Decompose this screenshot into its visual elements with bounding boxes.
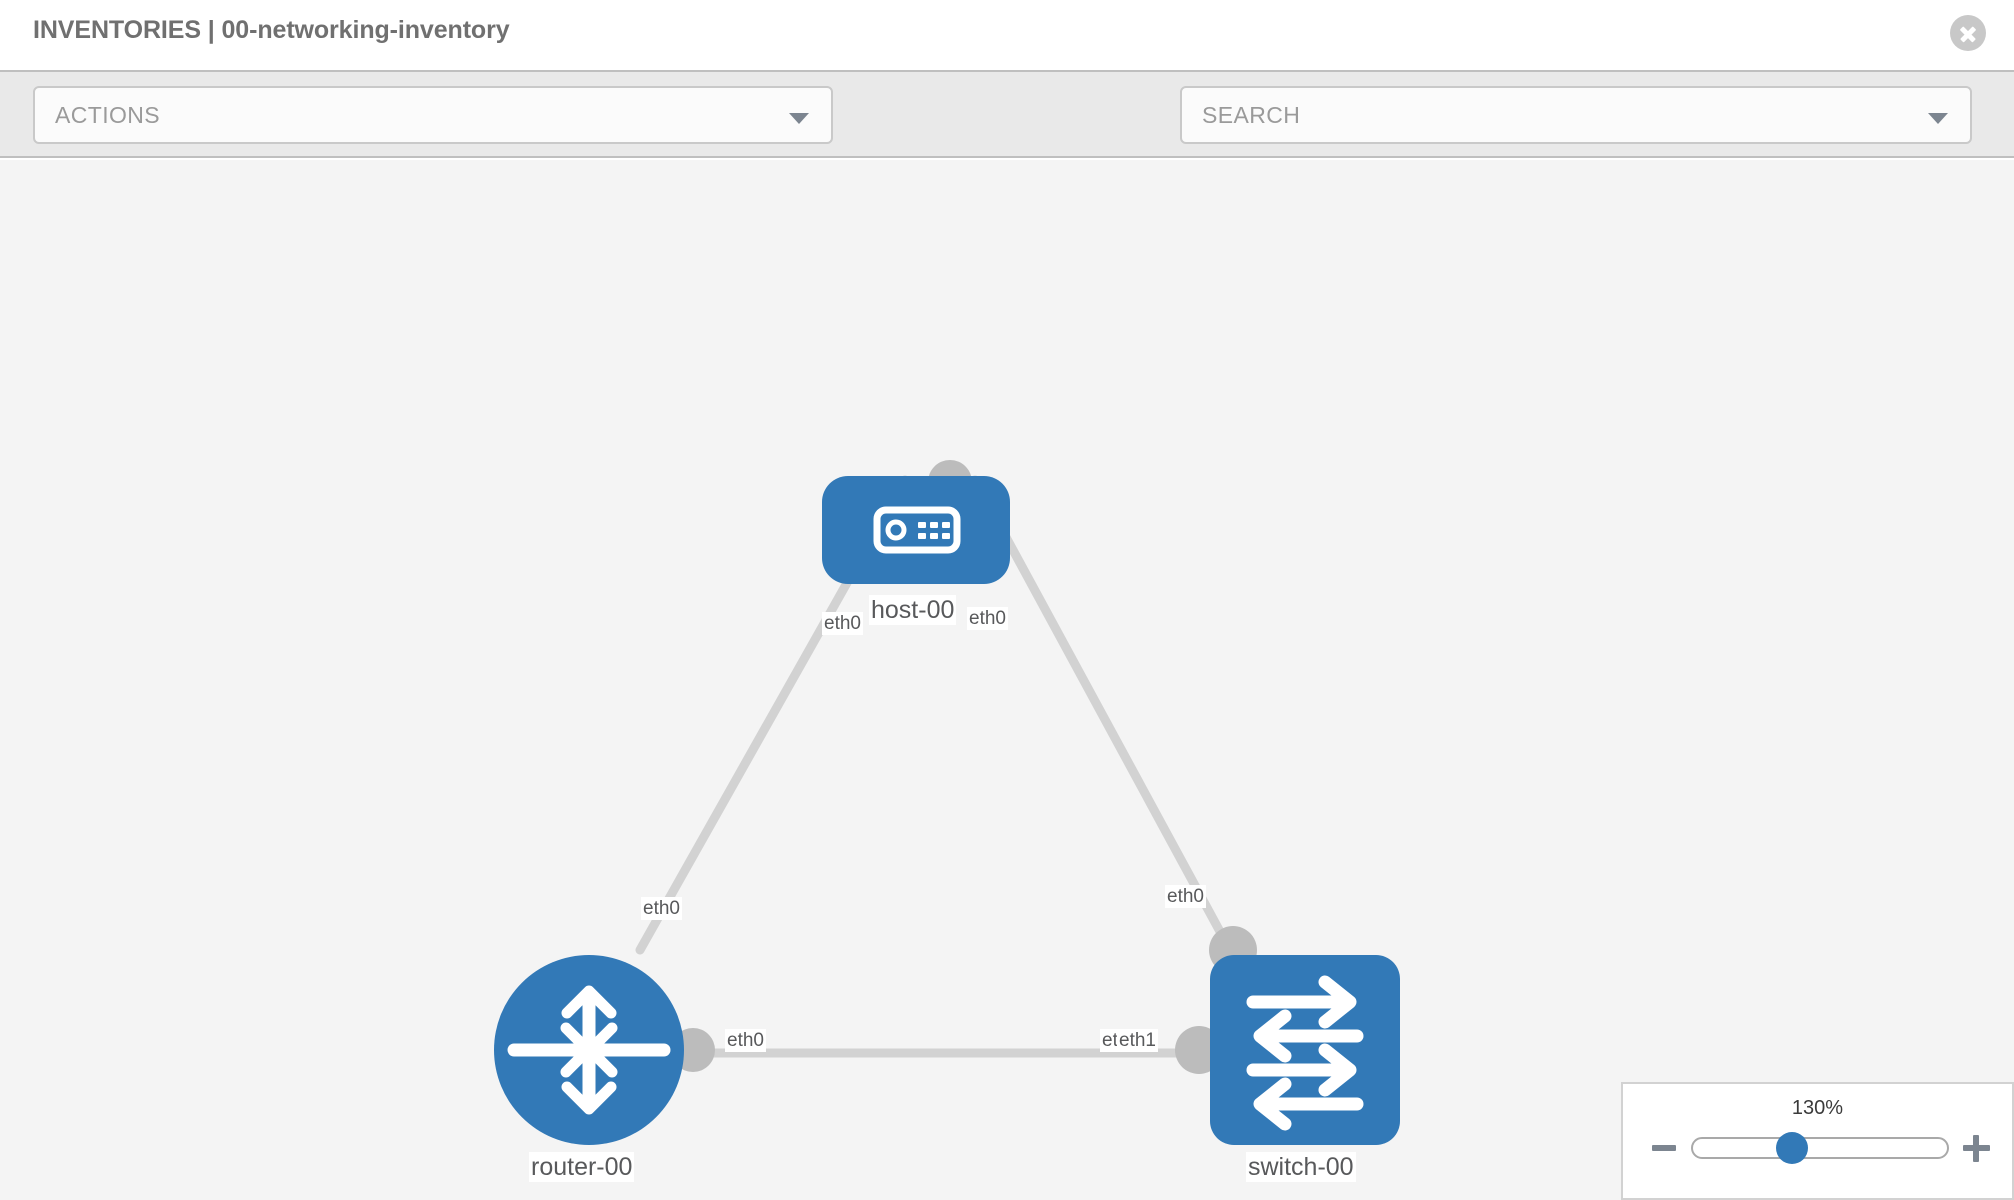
close-icon[interactable] xyxy=(1950,15,1986,51)
topology-graph xyxy=(494,460,1400,1145)
node-router-00[interactable] xyxy=(494,955,684,1145)
search-input[interactable]: SEARCH xyxy=(1180,86,1972,144)
page-header: INVENTORIES | 00-networking-inventory xyxy=(0,0,2014,70)
chevron-down-icon xyxy=(789,113,809,124)
plus-icon[interactable] xyxy=(1962,1133,1992,1163)
node-switch-00[interactable] xyxy=(1210,955,1400,1145)
iface-label-switch-left: eth1 xyxy=(1117,1029,1158,1052)
iface-label-switch-up: eth0 xyxy=(1165,885,1206,908)
toolbar: ACTIONS SEARCH xyxy=(0,70,2014,204)
link-host-switch[interactable] xyxy=(970,475,1235,955)
iface-label-router-right: eth0 xyxy=(725,1029,766,1052)
iface-label-router-up: eth0 xyxy=(641,897,682,920)
actions-dropdown[interactable]: ACTIONS xyxy=(33,86,833,144)
page-title: INVENTORIES | 00-networking-inventory xyxy=(33,16,510,44)
zoom-level-label: 130% xyxy=(1791,1097,1844,1119)
zoom-slider-track[interactable] xyxy=(1691,1137,1949,1159)
node-host-00[interactable] xyxy=(822,476,1010,584)
zoom-slider-handle[interactable] xyxy=(1776,1132,1808,1164)
minus-icon[interactable] xyxy=(1650,1133,1680,1163)
node-label-switch: switch-00 xyxy=(1246,1152,1356,1182)
minus-icon-bar xyxy=(1652,1145,1676,1151)
iface-label-host-left: eth0 xyxy=(822,612,863,635)
actions-dropdown-label: ACTIONS xyxy=(55,102,161,128)
plus-icon-bar-vertical xyxy=(1973,1135,1979,1162)
iface-label-host-right: eth0 xyxy=(967,607,1008,630)
node-label-host: host-00 xyxy=(869,595,957,625)
node-label-router: router-00 xyxy=(529,1152,635,1182)
search-chevron-down-icon[interactable] xyxy=(1928,113,1948,124)
search-input-placeholder: SEARCH xyxy=(1202,102,1301,128)
topology-canvas[interactable]: eth0 eth0 eth0 eth0 eth0 eth0 eth1 host-… xyxy=(0,160,2014,1200)
zoom-control: 130% xyxy=(1621,1082,2014,1200)
